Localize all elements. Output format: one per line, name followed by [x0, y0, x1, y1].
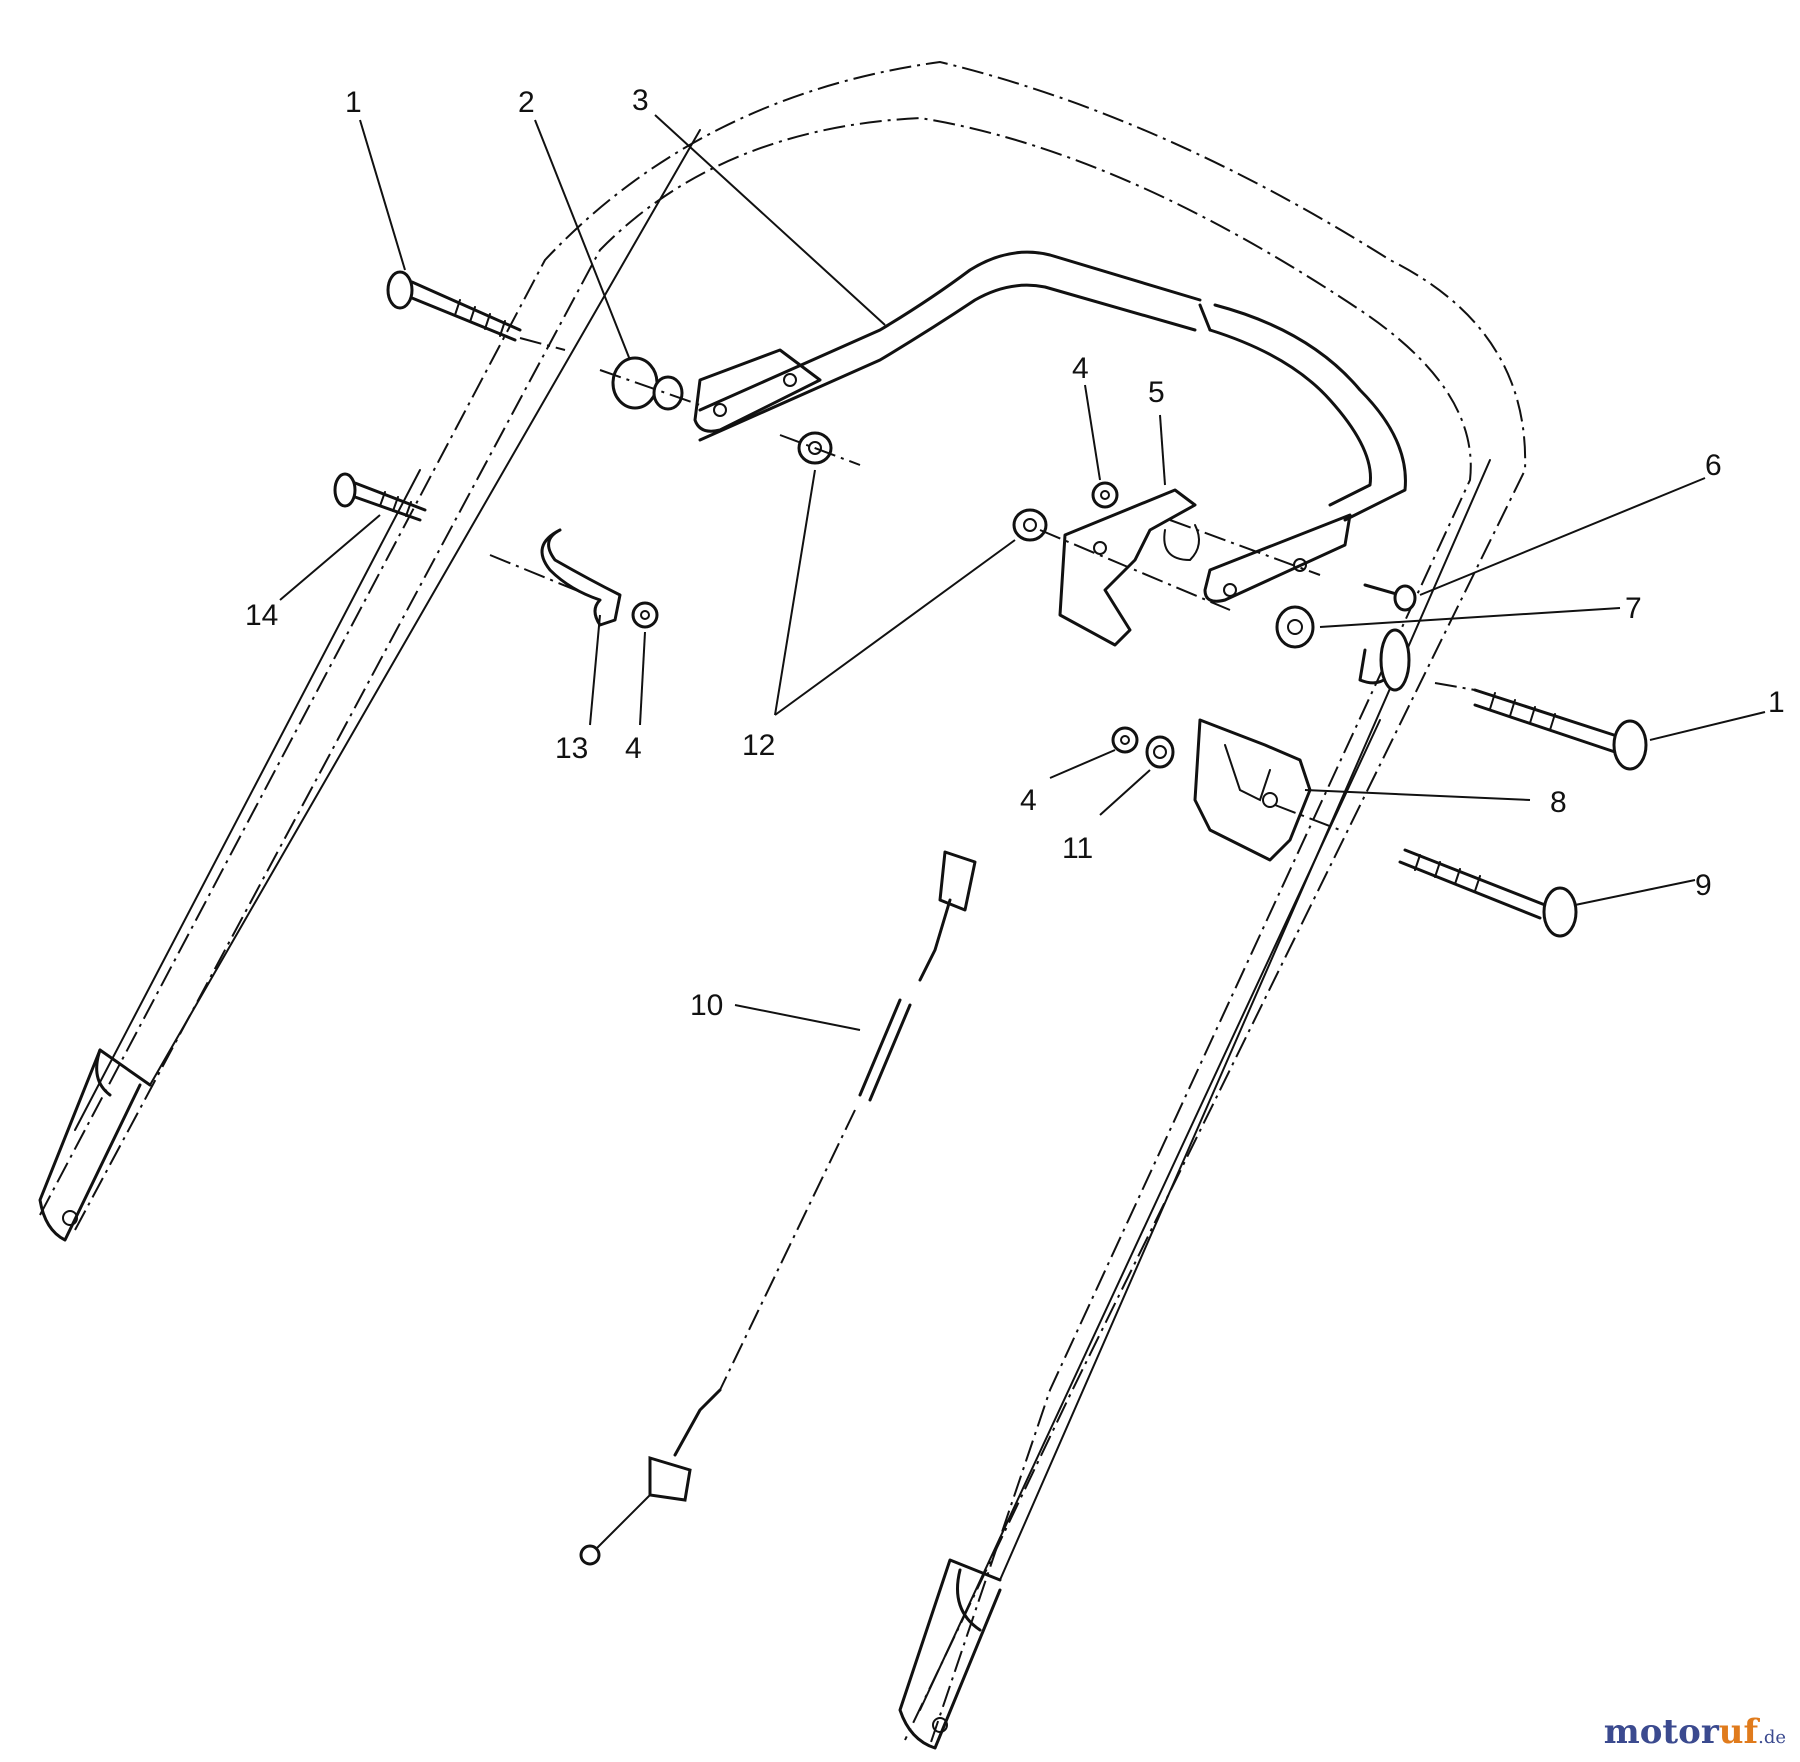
callout-1-right: 1 [1768, 686, 1785, 719]
carriage-bolt-14 [333, 472, 427, 522]
carriage-bolt-right [1434, 682, 1648, 771]
callout-1-upper-left: 1 [345, 86, 362, 119]
callout-2: 2 [518, 86, 535, 119]
control-cable-10 [579, 850, 977, 1566]
callout-13: 13 [555, 732, 588, 765]
leader-lines [279, 114, 1766, 1031]
callout-labels: 1 2 3 4 5 6 7 14 13 4 12 1 4 11 8 9 10 [245, 84, 1785, 1022]
callout-5: 5 [1148, 376, 1165, 409]
nut-4-lower [1111, 726, 1139, 754]
callout-8: 8 [1550, 786, 1567, 819]
control-bail [693, 250, 1407, 603]
cable-clip-13 [489, 528, 622, 627]
callout-11: 11 [1062, 832, 1093, 865]
callout-4-upper: 4 [1072, 352, 1089, 385]
callout-7: 7 [1625, 592, 1642, 625]
callout-12: 12 [742, 729, 775, 762]
callout-10: 10 [690, 989, 723, 1022]
bushing-7 [1275, 605, 1411, 692]
cable-bracket-8 [1193, 718, 1341, 862]
callout-3: 3 [632, 84, 649, 117]
carriage-bolt-9 [1398, 848, 1578, 938]
callout-4-left: 4 [625, 732, 642, 765]
left-handle-tube [38, 129, 701, 1242]
handle-frame [39, 60, 1527, 1746]
callout-4-lower: 4 [1020, 784, 1037, 817]
callout-9: 9 [1695, 869, 1712, 902]
nut-12-left [779, 431, 861, 466]
nut-12-right [1012, 508, 1048, 542]
callout-6: 6 [1705, 449, 1722, 482]
nut-4-left [631, 601, 659, 629]
spacer-2 [599, 356, 701, 411]
washer-11 [1145, 735, 1175, 769]
bracket-5 [1039, 488, 1321, 647]
watermark-logo: motoruf.de [1603, 1712, 1786, 1752]
callout-14: 14 [245, 599, 278, 632]
carriage-bolt-upper-left [386, 270, 566, 351]
screw-6 [1363, 583, 1417, 612]
nut-4-upper [1091, 481, 1119, 509]
